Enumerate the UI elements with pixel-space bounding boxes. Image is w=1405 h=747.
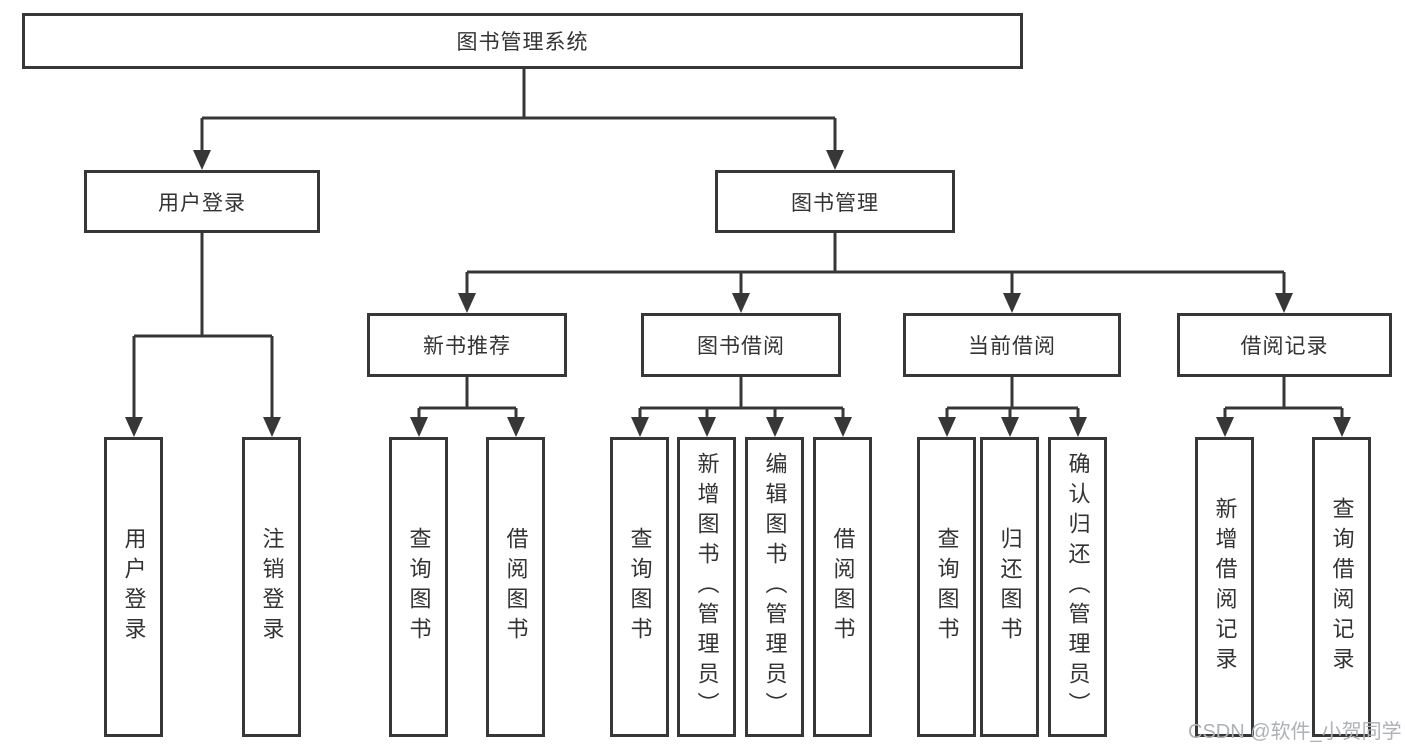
arrow-down-icon [125, 417, 143, 437]
node-query-books-current: 查询图书 [917, 437, 976, 737]
node-label: 图书借阅 [697, 335, 785, 358]
arrow-down-icon [1069, 417, 1087, 437]
node-user-login-group: 用户登录 [84, 170, 320, 233]
node-label: 新增图书（管理员） [694, 452, 720, 722]
arrow-down-icon [1333, 417, 1351, 437]
arrow-down-icon [507, 417, 525, 437]
arrow-down-icon [410, 417, 428, 437]
node-borrow-books-borrowing: 借阅图书 [813, 437, 872, 737]
node-label: 查询图书 [627, 527, 653, 647]
node-label: 用户登录 [158, 191, 246, 215]
arrow-down-icon [1001, 417, 1019, 437]
node-label: 借阅记录 [1240, 335, 1329, 358]
arrow-down-icon [458, 293, 476, 313]
node-label: 查询借阅记录 [1329, 497, 1355, 677]
node-label: 当前借阅 [968, 335, 1056, 358]
arrow-down-icon [766, 417, 784, 437]
arrow-down-icon [1216, 417, 1234, 437]
node-label: 图书管理 [791, 191, 879, 215]
csdn-watermark: CSDN @软件_小贺同学 [1188, 721, 1402, 743]
node-query-books-borrowing: 查询图书 [610, 437, 669, 737]
node-return-book: 归还图书 [980, 437, 1039, 737]
node-logout: 注销登录 [242, 437, 301, 737]
arrow-down-icon [263, 417, 281, 437]
node-label: 编辑图书（管理员） [762, 452, 788, 722]
node-label: 新书推荐 [423, 335, 511, 358]
node-label: 新增借阅记录 [1212, 497, 1238, 677]
node-add-borrow-record: 新增借阅记录 [1195, 437, 1254, 737]
node-label: 查询图书 [934, 527, 960, 647]
node-borrow-records: 借阅记录 [1177, 313, 1392, 377]
node-edit-book-admin: 编辑图书（管理员） [745, 437, 804, 737]
arrow-down-icon [826, 150, 844, 170]
node-user-login: 用户登录 [104, 437, 163, 737]
arrow-down-icon [698, 417, 716, 437]
node-borrow-books-recommend: 借阅图书 [486, 437, 545, 737]
node-label: 查询图书 [406, 527, 432, 647]
node-library-management-system: 图书管理系统 [22, 13, 1023, 69]
node-confirm-return-admin: 确认归还（管理员） [1048, 437, 1107, 737]
arrow-down-icon [732, 293, 750, 313]
node-book-borrowing: 图书借阅 [641, 313, 841, 377]
node-label: 借阅图书 [830, 527, 856, 647]
arrow-down-icon [631, 417, 649, 437]
node-add-book-admin: 新增图书（管理员） [677, 437, 736, 737]
arrow-down-icon [1003, 293, 1021, 313]
node-book-management: 图书管理 [715, 170, 955, 233]
node-label: 借阅图书 [503, 527, 529, 647]
node-query-books-recommend: 查询图书 [389, 437, 448, 737]
arrow-down-icon [834, 417, 852, 437]
arrow-down-icon [193, 150, 211, 170]
arrow-down-icon [1275, 293, 1293, 313]
node-query-borrow-record: 查询借阅记录 [1312, 437, 1371, 737]
node-label: 图书管理系统 [456, 31, 589, 54]
node-new-book-recommend: 新书推荐 [367, 313, 567, 377]
node-label: 确认归还（管理员） [1065, 452, 1091, 722]
node-label: 用户登录 [121, 527, 147, 647]
arrow-down-icon [938, 417, 956, 437]
node-current-borrowing: 当前借阅 [903, 313, 1121, 377]
node-label: 归还图书 [997, 527, 1023, 647]
node-label: 注销登录 [259, 527, 285, 647]
